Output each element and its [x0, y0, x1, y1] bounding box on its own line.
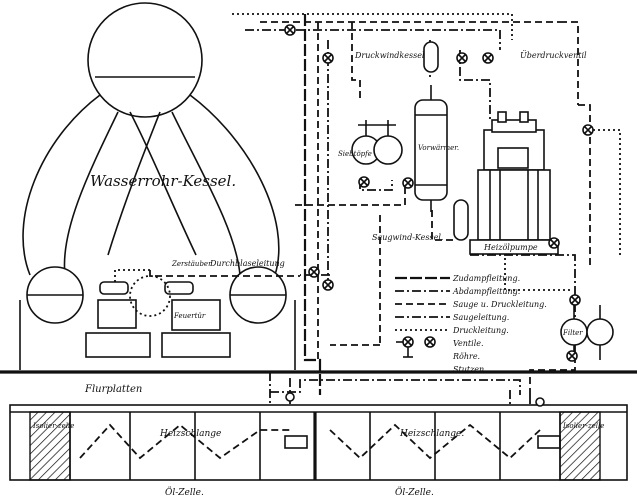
heating-oil-pump — [469, 111, 559, 255]
valve-symbol — [582, 124, 594, 136]
legend-label-suction: Saugeleitung. — [453, 313, 509, 322]
valve-symbol — [322, 279, 334, 291]
tank-area — [9, 372, 628, 481]
legend-label-pressure: Druckleitung. — [452, 326, 509, 335]
filter-label: Filter — [562, 329, 583, 337]
insulation-cell-left — [29, 411, 71, 481]
ueberdruckventil-label: Überdruckventil — [520, 51, 587, 60]
insulation-cell-right — [559, 411, 601, 481]
isolier-left-label: Isolier-zelle — [32, 422, 74, 430]
legend-label-valves: Ventile. — [453, 339, 484, 348]
legend-label-suction-pressure: Sauge u. Druckleitung. — [453, 300, 547, 309]
valve-symbol — [569, 294, 581, 306]
boiler-label: Wasserrohr-Kessel. — [90, 172, 236, 190]
feuertuer-label: Feuertür — [173, 312, 206, 320]
valve-symbol — [322, 52, 334, 64]
flurplatten-label: Flurplatten — [84, 384, 142, 395]
sieve-pots — [351, 120, 403, 165]
valve-symbol — [284, 24, 296, 36]
pressure-air-vessel — [423, 41, 439, 73]
legend-label-pipes: Röhre. — [452, 352, 480, 361]
zerstaeuber-label: Zerstäuber — [171, 260, 212, 268]
legend-label-sockets: Stutzen. — [453, 365, 487, 374]
legend-label-steam: Zudampfleitung. — [452, 274, 520, 283]
vorwaermer-label: Vorwärmer. — [418, 144, 459, 152]
valve-symbol — [308, 266, 320, 278]
druckwindkessel-label: Druckwindkessel — [354, 51, 425, 60]
heizschlange-right-label: Heizschlange. — [399, 429, 464, 439]
valve-symbol — [402, 177, 414, 189]
tank-left-label: Öl-Zelle. — [165, 486, 204, 498]
valves — [284, 24, 594, 362]
valve-symbol — [566, 350, 578, 362]
valve-symbol — [358, 176, 370, 188]
tank-right-label: Öl-Zelle. — [395, 486, 434, 498]
heating-coil-left — [79, 423, 290, 460]
water-tube-boiler — [19, 2, 300, 370]
legend-valve-icon — [396, 336, 414, 358]
valve-symbol — [456, 52, 468, 64]
valve-symbol — [482, 52, 494, 64]
valve-symbol — [548, 237, 560, 249]
heating-coil-right — [329, 423, 541, 460]
heizschlange-left-label: Heizschlange — [159, 429, 221, 439]
siebtoepfe-label: Siebtöpfe — [338, 150, 372, 158]
saugwindkessel-label: Saugwind-Kessel. — [372, 233, 443, 242]
durchblase-label: Durchblaseleitung — [209, 259, 285, 268]
suction-air-vessel — [453, 199, 469, 241]
legend: Zudampfleitung. Abdampfleitung. Sauge u.… — [395, 274, 547, 374]
preheater — [414, 85, 448, 212]
legend-label-exhaust: Abdampfleitung. — [452, 287, 520, 296]
legend-pipe-icon — [424, 336, 436, 348]
isolier-right-label: Isolier-zelle — [562, 422, 604, 430]
heizpumpe-label: Heizölpumpe — [483, 243, 538, 252]
